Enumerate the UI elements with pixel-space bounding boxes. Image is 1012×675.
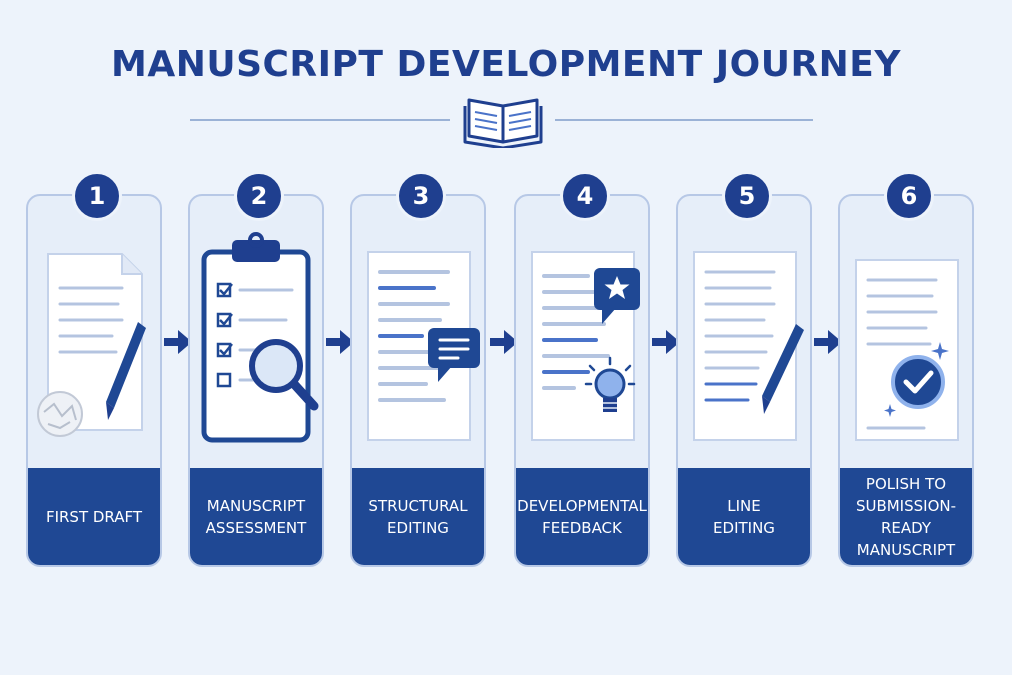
step-label-line: POLISH TO: [865, 474, 947, 493]
arrow-right-icon: [490, 330, 518, 354]
step-label-line: MANUSCRIPT: [206, 496, 306, 515]
step-number-badge: 1: [72, 171, 122, 221]
step-label-line: FIRST DRAFT: [45, 507, 143, 526]
title-divider-right: [555, 119, 813, 121]
step-number-badge: 4: [560, 171, 610, 221]
step-illustration: [201, 232, 319, 443]
comment-bubble-icon: [428, 328, 480, 382]
step-illustration: [37, 253, 146, 437]
sparkle-icon: [884, 342, 949, 417]
step-label-line: DEVELOPMENTAL: [517, 496, 647, 515]
star-bubble-icon: [594, 268, 640, 324]
step-label-line: ASSESSMENT: [205, 518, 307, 537]
open-book-icon: [463, 98, 543, 148]
step-label: POLISH TO SUBMISSION-READY MANUSCRIPT: [840, 468, 972, 565]
magnifying-glass-icon: [249, 339, 319, 411]
arrow-right-icon: [164, 330, 192, 354]
document-icon: [855, 259, 959, 441]
lightbulb-icon: [584, 356, 636, 412]
step-illustration: [855, 259, 959, 441]
step-label-text: MANUSCRIPT ASSESSMENT: [206, 495, 307, 539]
arrow-right-icon: [814, 330, 842, 354]
clipboard-checklist-icon: [201, 232, 311, 443]
step-number-badge: 3: [396, 171, 446, 221]
step-label: MANUSCRIPT ASSESSMENT: [190, 468, 322, 565]
arrow-right-icon: [326, 330, 354, 354]
crumpled-paper-icon: [37, 391, 83, 437]
arrow-right-icon: [652, 330, 680, 354]
document-icon: [693, 251, 797, 441]
step-illustration: [531, 251, 640, 441]
step-number-badge: 6: [884, 171, 934, 221]
diagram-title: MANUSCRIPT DEVELOPMENT JOURNEY: [111, 44, 901, 85]
step-label: FIRST DRAFT: [28, 468, 160, 565]
check-badge-icon: [891, 355, 945, 409]
step-label-text: DEVELOPMENTAL FEEDBACK: [517, 495, 647, 539]
step-label-text: POLISH TO SUBMISSION-READY MANUSCRIPT: [844, 473, 968, 561]
step-label-line: MANUSCRIPT: [856, 540, 956, 559]
step-label-line: EDITING: [713, 518, 775, 537]
pen-icon: [762, 324, 804, 414]
step-label-line: FEEDBACK: [542, 518, 622, 537]
step-label-text: LINE EDITING: [713, 495, 775, 539]
step-label: LINE EDITING: [678, 468, 810, 565]
step-number-badge: 2: [234, 171, 284, 221]
step-number-badge: 5: [722, 171, 772, 221]
step-label-text: STRUCTURAL EDITING: [368, 495, 467, 539]
title-divider-left: [190, 119, 450, 121]
step-label-line: EDITING: [387, 518, 449, 537]
step-illustration: [367, 251, 480, 441]
step-label: STRUCTURAL EDITING: [352, 468, 484, 565]
pen-icon: [106, 322, 146, 420]
step-label-line: LINE: [727, 496, 761, 515]
step-label: DEVELOPMENTAL FEEDBACK: [516, 468, 648, 565]
step-illustration: [693, 251, 804, 441]
step-label-line: SUBMISSION-READY: [855, 496, 957, 537]
step-label-line: STRUCTURAL: [368, 496, 468, 515]
